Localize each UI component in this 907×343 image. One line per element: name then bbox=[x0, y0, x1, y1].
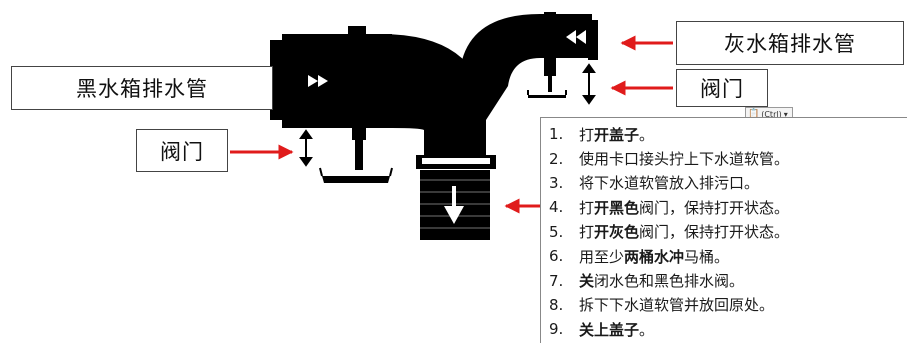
step-text-part: 阀门，保持打开状态。 bbox=[639, 223, 790, 242]
step-text: 打开盖子。 bbox=[579, 124, 654, 145]
step-text-part: 将下水道软管放入排污口。 bbox=[579, 174, 760, 193]
step-number: 2. bbox=[549, 149, 564, 168]
list-item: 5. 打开灰色阀门，保持打开状态。 bbox=[549, 220, 907, 244]
grey-valve bbox=[527, 12, 567, 98]
step-number: 6. bbox=[549, 247, 564, 266]
clipboard-icon: 📋 bbox=[748, 109, 760, 119]
step-text-part: 打 bbox=[579, 223, 595, 242]
list-item: 9. 关上盖子。 bbox=[549, 317, 907, 341]
label-valve-left: 阀门 bbox=[136, 129, 228, 172]
list-item: 2. 使用卡口接头拧上下水道软管。 bbox=[549, 146, 907, 170]
step-text-part: 使用卡口接头拧上下水道软管。 bbox=[579, 150, 790, 169]
step-number: 1. bbox=[549, 125, 564, 144]
sewer-hose bbox=[416, 155, 496, 240]
step-text-bold: 两桶水冲 bbox=[624, 247, 685, 266]
step-number: 8. bbox=[549, 295, 564, 314]
step-text-part: 用至少 bbox=[579, 247, 625, 266]
step-text-part: 打 bbox=[579, 125, 595, 144]
step-text: 打开灰色阀门，保持打开状态。 bbox=[579, 221, 789, 242]
paste-options-label: (Ctrl) bbox=[761, 109, 782, 119]
step-number: 5. bbox=[549, 222, 564, 241]
step-number: 7. bbox=[549, 271, 564, 290]
instruction-list: 1.打开盖子。2.使用卡口接头拧上下水道软管。3.将下水道软管放入排污口。4.打… bbox=[540, 117, 907, 343]
step-text: 用至少两桶水冲马桶。 bbox=[579, 246, 729, 267]
list-item: 4. 打开黑色阀门，保持打开状态。 bbox=[549, 195, 907, 219]
step-text-part: 马桶。 bbox=[684, 247, 730, 266]
step-text-bold: 开黑色 bbox=[594, 198, 640, 217]
step-text: 拆下下水道软管并放回原处。 bbox=[579, 294, 774, 315]
step-text-bold: 关 bbox=[579, 272, 595, 291]
step-text-part: 打 bbox=[579, 198, 595, 217]
label-valve-right: 阀门 bbox=[676, 69, 768, 107]
step-text: 使用卡口接头拧上下水道软管。 bbox=[579, 148, 789, 169]
step-text: 将下水道软管放入排污口。 bbox=[579, 172, 759, 193]
list-item: 7. 关闭水色和黑色排水阀。 bbox=[549, 268, 907, 292]
step-text-part: 。 bbox=[639, 125, 655, 144]
list-item: 8. 拆下下水道软管并放回原处。 bbox=[549, 293, 907, 317]
step-text-bold: 关上盖子 bbox=[579, 320, 640, 339]
flow-arrow-icon bbox=[566, 30, 586, 44]
flow-arrow-icon bbox=[308, 75, 328, 87]
step-number: 3. bbox=[549, 173, 564, 192]
step-number: 4. bbox=[549, 198, 564, 217]
step-text: 关闭水色和黑色排水阀。 bbox=[579, 270, 744, 291]
step-text: 打开黑色阀门，保持打开状态。 bbox=[579, 197, 789, 218]
list-item: 3. 将下水道软管放入排污口。 bbox=[549, 171, 907, 195]
step-text-bold: 开灰色 bbox=[594, 223, 640, 242]
flow-down-arrow-icon bbox=[444, 206, 464, 224]
label-grey-water-drain: 灰水箱排水管 bbox=[676, 21, 904, 65]
chevron-down-icon: ▾ bbox=[783, 109, 788, 119]
step-text-bold: 开盖子 bbox=[594, 125, 640, 144]
step-text-part: 闭水色和黑色排水阀。 bbox=[594, 272, 745, 291]
label-black-water-drain: 黑水箱排水管 bbox=[11, 66, 273, 110]
valve-direction-icon bbox=[299, 63, 596, 167]
list-item: 6. 用至少两桶水冲马桶。 bbox=[549, 244, 907, 268]
black-water-pipe bbox=[270, 26, 486, 165]
black-valve bbox=[319, 128, 393, 183]
step-text-part: 。 bbox=[639, 320, 655, 339]
list-item: 1. 打开盖子。 bbox=[549, 122, 907, 146]
step-text: 关上盖子。 bbox=[579, 319, 654, 340]
step-text-part: 拆下下水道软管并放回原处。 bbox=[579, 296, 775, 315]
step-number: 9. bbox=[549, 320, 564, 339]
grey-water-pipe bbox=[458, 14, 598, 120]
step-text-part: 阀门，保持打开状态。 bbox=[639, 198, 790, 217]
